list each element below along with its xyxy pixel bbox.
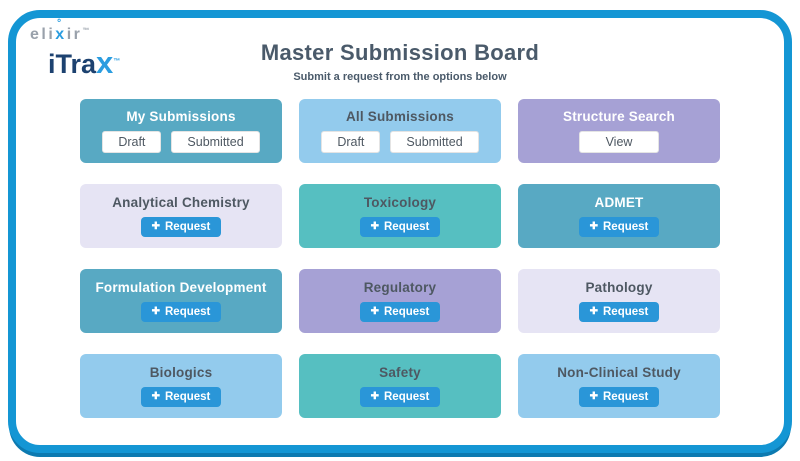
card-biologics: Biologics ✚ Request [80, 354, 282, 418]
request-label: Request [384, 391, 430, 403]
card-title: Formulation Development [95, 280, 267, 295]
plus-icon: ✚ [370, 221, 379, 232]
card-title: ADMET [594, 195, 644, 210]
request-label: Request [603, 221, 649, 233]
card-title: Structure Search [563, 109, 675, 124]
request-label: Request [603, 306, 649, 318]
plus-icon: ✚ [151, 306, 160, 317]
ring-icon: ˚ [57, 17, 65, 32]
board-frame: eli˚xir™ iTrax™ Master Submission Board … [8, 10, 792, 453]
my-submissions-submitted-button[interactable]: Submitted [171, 131, 260, 153]
elixir-text-end: ir [66, 26, 83, 43]
trademark-symbol: ™ [113, 58, 121, 66]
brand-logo: eli˚xir™ iTrax™ [30, 17, 120, 81]
page-header: Master Submission Board Submit a request… [16, 18, 784, 83]
itrax-logo: iTrax™ [48, 45, 120, 81]
elixir-text: eli [30, 26, 56, 43]
card-title: Toxicology [363, 195, 437, 210]
request-label: Request [384, 221, 430, 233]
submission-card-grid: My Submissions Draft Submitted All Submi… [16, 99, 784, 418]
itrax-x-icon: x [96, 45, 114, 81]
card-toxicology: Toxicology ✚ Request [299, 184, 501, 248]
elixir-x-icon: ˚x [55, 17, 67, 43]
plus-icon: ✚ [589, 306, 598, 317]
plus-icon: ✚ [370, 306, 379, 317]
card-title: My Submissions [126, 109, 236, 124]
card-title: Analytical Chemistry [112, 195, 250, 210]
card-analytical-chemistry: Analytical Chemistry ✚ Request [80, 184, 282, 248]
plus-icon: ✚ [370, 391, 379, 402]
non-clinical-study-request-button[interactable]: ✚ Request [578, 387, 660, 407]
plus-icon: ✚ [151, 391, 160, 402]
request-label: Request [603, 391, 649, 403]
my-submissions-draft-button[interactable]: Draft [102, 131, 162, 153]
formulation-development-request-button[interactable]: ✚ Request [140, 302, 222, 322]
plus-icon: ✚ [589, 221, 598, 232]
card-title: Biologics [149, 365, 213, 380]
card-title: All Submissions [345, 109, 455, 124]
card-admet: ADMET ✚ Request [518, 184, 720, 248]
all-submissions-draft-button[interactable]: Draft [321, 131, 381, 153]
card-title: Pathology [585, 280, 653, 295]
regulatory-request-button[interactable]: ✚ Request [359, 302, 441, 322]
request-label: Request [165, 306, 211, 318]
card-regulatory: Regulatory ✚ Request [299, 269, 501, 333]
elixir-logo: eli˚xir™ [30, 17, 120, 44]
plus-icon: ✚ [151, 221, 160, 232]
page-title: Master Submission Board [260, 40, 540, 65]
biologics-request-button[interactable]: ✚ Request [140, 387, 222, 407]
card-title: Safety [379, 365, 421, 380]
card-non-clinical-study: Non-Clinical Study ✚ Request [518, 354, 720, 418]
analytical-chemistry-request-button[interactable]: ✚ Request [140, 217, 222, 237]
card-all-submissions: All Submissions Draft Submitted [299, 99, 501, 163]
safety-request-button[interactable]: ✚ Request [359, 387, 441, 407]
card-structure-search: Structure Search View [518, 99, 720, 163]
request-label: Request [165, 391, 211, 403]
card-title: Regulatory [363, 280, 437, 295]
card-title: Non-Clinical Study [557, 365, 681, 380]
card-safety: Safety ✚ Request [299, 354, 501, 418]
card-pathology: Pathology ✚ Request [518, 269, 720, 333]
itrax-text: iTra [48, 49, 97, 80]
toxicology-request-button[interactable]: ✚ Request [359, 217, 441, 237]
pathology-request-button[interactable]: ✚ Request [578, 302, 660, 322]
all-submissions-submitted-button[interactable]: Submitted [390, 131, 479, 153]
page-subtitle: Submit a request from the options below [293, 71, 507, 83]
plus-icon: ✚ [589, 391, 598, 402]
admet-request-button[interactable]: ✚ Request [578, 217, 660, 237]
card-formulation-development: Formulation Development ✚ Request [80, 269, 282, 333]
request-label: Request [384, 306, 430, 318]
card-my-submissions: My Submissions Draft Submitted [80, 99, 282, 163]
structure-search-view-button[interactable]: View [578, 131, 660, 153]
trademark-symbol: ™ [82, 27, 90, 35]
request-label: Request [165, 221, 211, 233]
